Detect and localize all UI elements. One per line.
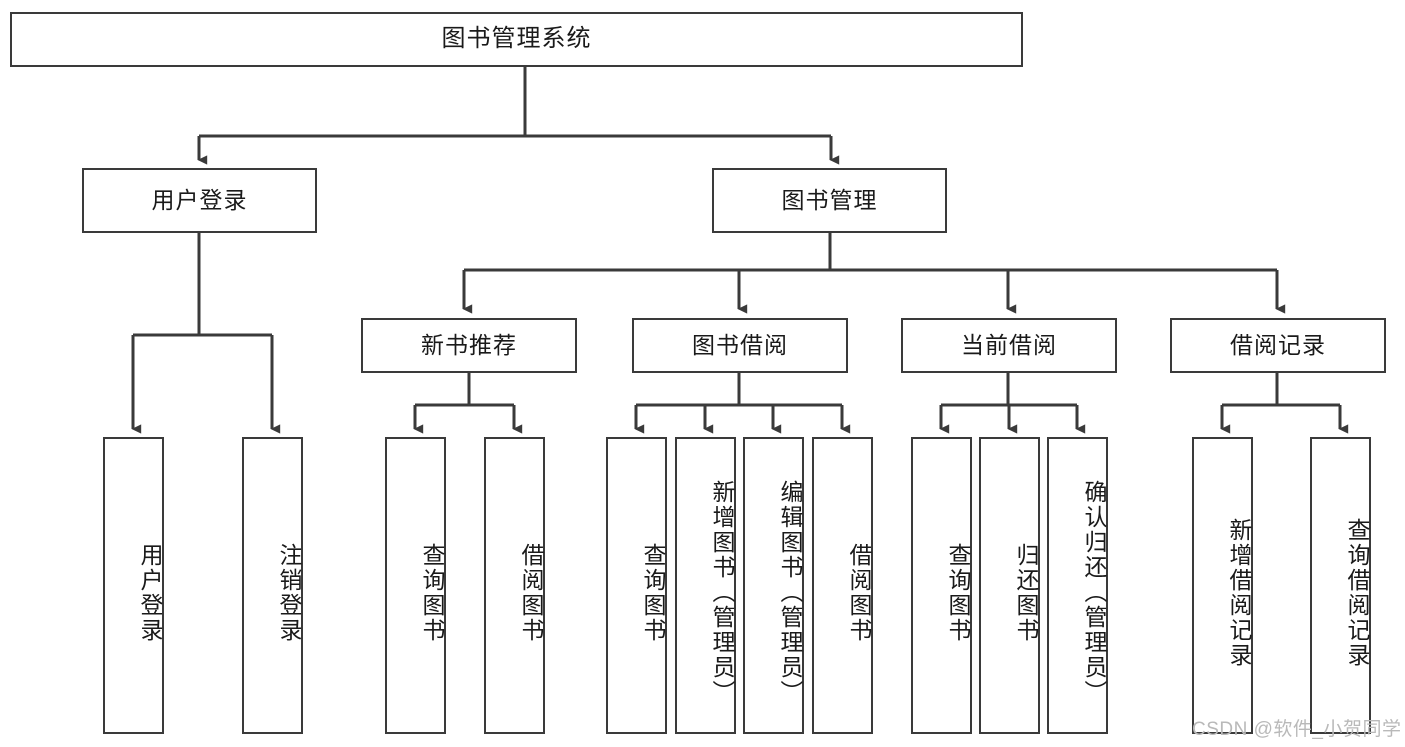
node-label: 归还图书 bbox=[1013, 542, 1039, 643]
leaf-logout-login[interactable]: 注销登录 bbox=[242, 437, 303, 734]
leaf-add-book[interactable]: 新增图书（管理员） bbox=[675, 437, 736, 734]
leaf-borrow-book-1[interactable]: 借阅图书 bbox=[484, 437, 545, 734]
leaf-query-book-1[interactable]: 查询图书 bbox=[385, 437, 446, 734]
node-label: 借阅记录 bbox=[1230, 331, 1326, 358]
node-current-borrow[interactable]: 当前借阅 bbox=[901, 318, 1117, 373]
leaf-add-record[interactable]: 新增借阅记录 bbox=[1192, 437, 1253, 734]
node-root-system[interactable]: 图书管理系统 bbox=[10, 12, 1023, 67]
node-label: 编辑图书（管理员） bbox=[777, 480, 803, 705]
node-label: 当前借阅 bbox=[961, 331, 1057, 358]
node-label: 图书管理 bbox=[781, 186, 878, 213]
csdn-watermark: CSDN @软件_小贺同学 bbox=[1192, 719, 1402, 740]
leaf-borrow-book-2[interactable]: 借阅图书 bbox=[812, 437, 873, 734]
leaf-confirm-return[interactable]: 确认归还（管理员） bbox=[1047, 437, 1108, 734]
node-label: 借阅图书 bbox=[518, 542, 544, 643]
node-borrow-record[interactable]: 借阅记录 bbox=[1170, 318, 1386, 373]
node-book-borrow[interactable]: 图书借阅 bbox=[632, 318, 848, 373]
leaf-query-book-2[interactable]: 查询图书 bbox=[606, 437, 667, 734]
node-label: 用户登录 bbox=[137, 542, 163, 643]
node-new-book-recommend[interactable]: 新书推荐 bbox=[361, 318, 577, 373]
node-label: 借阅图书 bbox=[846, 542, 872, 643]
node-book-manage[interactable]: 图书管理 bbox=[712, 168, 947, 233]
node-label: 图书管理系统 bbox=[441, 25, 592, 53]
node-label: 确认归还（管理员） bbox=[1081, 480, 1107, 705]
node-label: 图书借阅 bbox=[692, 331, 788, 358]
node-label: 新书推荐 bbox=[421, 331, 517, 358]
node-label: 注销登录 bbox=[276, 542, 302, 643]
node-label: 查询图书 bbox=[640, 542, 666, 643]
leaf-return-book[interactable]: 归还图书 bbox=[979, 437, 1040, 734]
leaf-query-record[interactable]: 查询借阅记录 bbox=[1310, 437, 1371, 734]
node-label: 查询借阅记录 bbox=[1344, 517, 1370, 668]
node-label: 新增借阅记录 bbox=[1226, 517, 1252, 668]
leaf-edit-book[interactable]: 编辑图书（管理员） bbox=[743, 437, 804, 734]
node-label: 查询图书 bbox=[419, 542, 445, 643]
leaf-query-book-3[interactable]: 查询图书 bbox=[911, 437, 972, 734]
node-label: 查询图书 bbox=[945, 542, 971, 643]
node-user-login[interactable]: 用户登录 bbox=[82, 168, 317, 233]
leaf-user-login[interactable]: 用户登录 bbox=[103, 437, 164, 734]
node-label: 用户登录 bbox=[151, 186, 248, 213]
node-label: 新增图书（管理员） bbox=[709, 480, 735, 705]
